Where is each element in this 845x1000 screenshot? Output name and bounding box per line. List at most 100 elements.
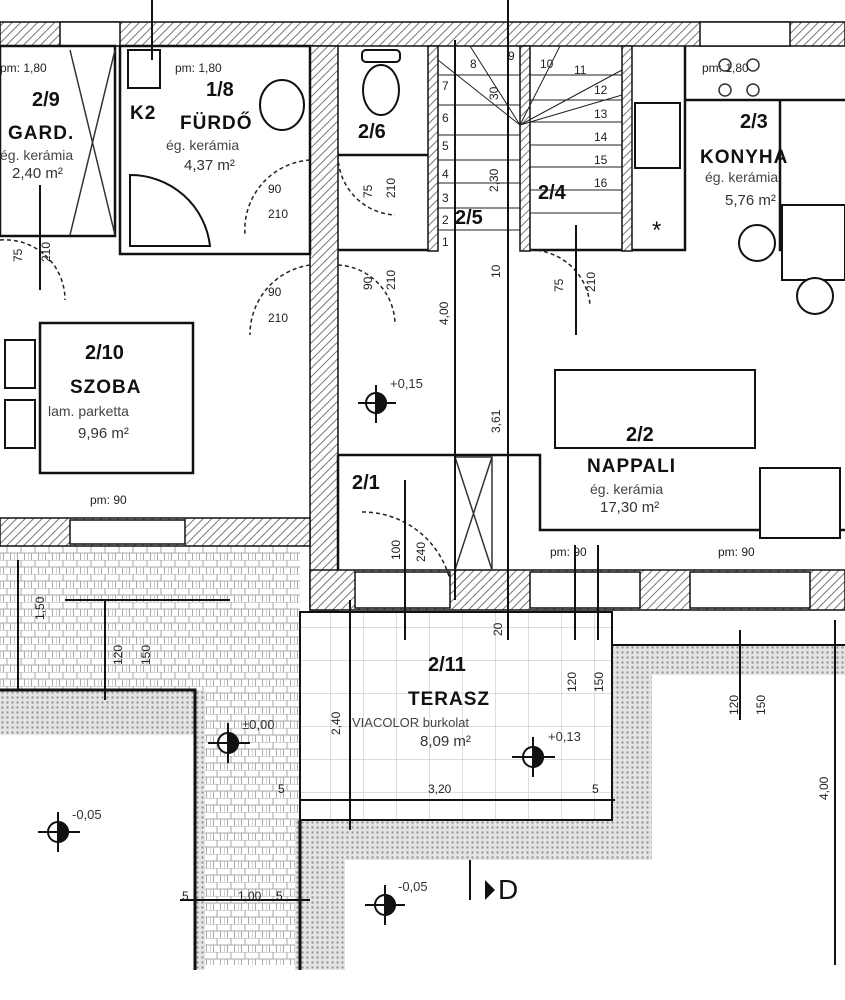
refrigerator-icon: *: [652, 217, 661, 244]
room-number: 2/9: [32, 89, 60, 111]
door-width: 90: [268, 285, 282, 299]
section-arrow-icon: [485, 880, 495, 900]
room-number: 2/2: [626, 424, 654, 446]
stair-step: 3: [442, 191, 449, 205]
room-name: TERASZ: [408, 689, 490, 710]
room-number: 2/5: [455, 207, 483, 229]
room-area: 4,37 m²: [184, 157, 235, 174]
parapet-height: pm: 90: [718, 545, 755, 559]
dimension: 2,40: [329, 711, 343, 735]
room-name: FÜRDŐ: [180, 113, 253, 134]
room-name: SZOBA: [70, 377, 142, 398]
door-height: 210: [39, 241, 53, 262]
parapet-height: pm: 1,80: [175, 61, 222, 75]
room-number: 2/3: [740, 111, 768, 133]
room-area: 17,30 m²: [600, 499, 660, 516]
parapet-height: pm: 1,80: [702, 61, 749, 75]
dimension: 10: [489, 264, 503, 278]
stair-step: 2: [442, 213, 449, 227]
door-height: 210: [384, 177, 398, 198]
room-material: VIACOLOR burkolat: [352, 715, 470, 730]
section-marker: D: [498, 874, 519, 905]
dimension: 150: [592, 671, 606, 692]
stair-step: 12: [594, 83, 608, 97]
room-name: KONYHA: [700, 147, 789, 168]
room-area: 2,40 m²: [12, 165, 63, 182]
stair-lines: [437, 45, 623, 231]
dimension: 150: [139, 644, 153, 665]
parapet-height: pm: 90: [550, 545, 587, 559]
level-label: ±0,00: [242, 717, 275, 732]
door-width: 75: [361, 184, 375, 198]
level-markers: [38, 385, 555, 925]
stair-step: 14: [594, 130, 608, 144]
room-material: ég. kerámia: [705, 169, 779, 185]
door-swings: [0, 154, 591, 581]
windows: [59, 21, 811, 609]
stair-step: 9: [508, 49, 515, 63]
door-width: 90: [361, 276, 375, 290]
room-number: 2/4: [538, 182, 566, 204]
dimension: 5: [276, 889, 283, 903]
stair-step: 8: [470, 57, 477, 71]
dimension: 150: [754, 694, 768, 715]
dimension: 4,00: [437, 301, 451, 325]
level-label: +0,15: [390, 376, 423, 391]
dimension: 2,30: [487, 168, 501, 192]
room-area: 8,09 m²: [420, 733, 471, 750]
dimension: 5: [182, 889, 189, 903]
stair-step: 1: [442, 235, 449, 249]
parapet-height: pm: 1,80: [0, 61, 47, 75]
stair-step: 7: [442, 79, 449, 93]
door-width: 75: [552, 278, 566, 292]
room-number: 1/8: [206, 79, 234, 101]
stair-step: 10: [540, 57, 554, 71]
stair-step: 5: [442, 139, 449, 153]
room-name: NAPPALI: [587, 456, 676, 477]
dimension: 3,20: [428, 782, 452, 796]
stair-step: 13: [594, 107, 608, 121]
door-height: 210: [268, 207, 289, 221]
k2-label: K2: [130, 103, 157, 124]
dimension: 120: [727, 694, 741, 715]
dimension: 5: [278, 782, 285, 796]
door-width: 75: [11, 248, 25, 262]
dimension: 20: [491, 622, 505, 636]
dimension: 3,61: [489, 409, 503, 433]
room-material: ég. kerámia: [590, 481, 664, 497]
room-name: GARD.: [8, 123, 75, 144]
room-number: 2/10: [85, 342, 124, 364]
level-label: -0,05: [72, 807, 102, 822]
level-label: -0,05: [398, 879, 428, 894]
room-number: 2/11: [428, 654, 466, 676]
dimension: 1,00: [238, 889, 262, 903]
stair-step: 4: [442, 167, 449, 181]
stair-step: 16: [594, 176, 608, 190]
stair-step: 6: [442, 111, 449, 125]
stair-step: 11: [574, 63, 587, 77]
level-label: +0,13: [548, 729, 581, 744]
stair-step: 15: [594, 153, 608, 167]
terrace-tiles: [299, 611, 613, 821]
parapet-height: pm: 90: [90, 493, 127, 507]
door-height: 210: [584, 271, 598, 292]
dimension: 1,50: [33, 596, 47, 620]
door-width: 100: [389, 539, 403, 560]
room-material: lam. parketta: [48, 403, 129, 419]
door-height: 210: [384, 269, 398, 290]
room-area: 5,76 m²: [725, 192, 776, 209]
dimension: 30: [487, 86, 501, 100]
room-area: 9,96 m²: [78, 425, 129, 442]
dimension: 4,00: [817, 776, 831, 800]
dimension-lines: [17, 0, 836, 965]
door-height: 210: [268, 311, 289, 325]
dimension: 120: [565, 671, 579, 692]
room-number: 2/1: [352, 472, 380, 494]
door-height: 240: [414, 541, 428, 562]
room-material: ég. kerámia: [166, 137, 240, 153]
dimension: 5: [592, 782, 599, 796]
room-material: ég. kerámia: [0, 147, 74, 163]
room-number: 2/6: [358, 121, 386, 143]
